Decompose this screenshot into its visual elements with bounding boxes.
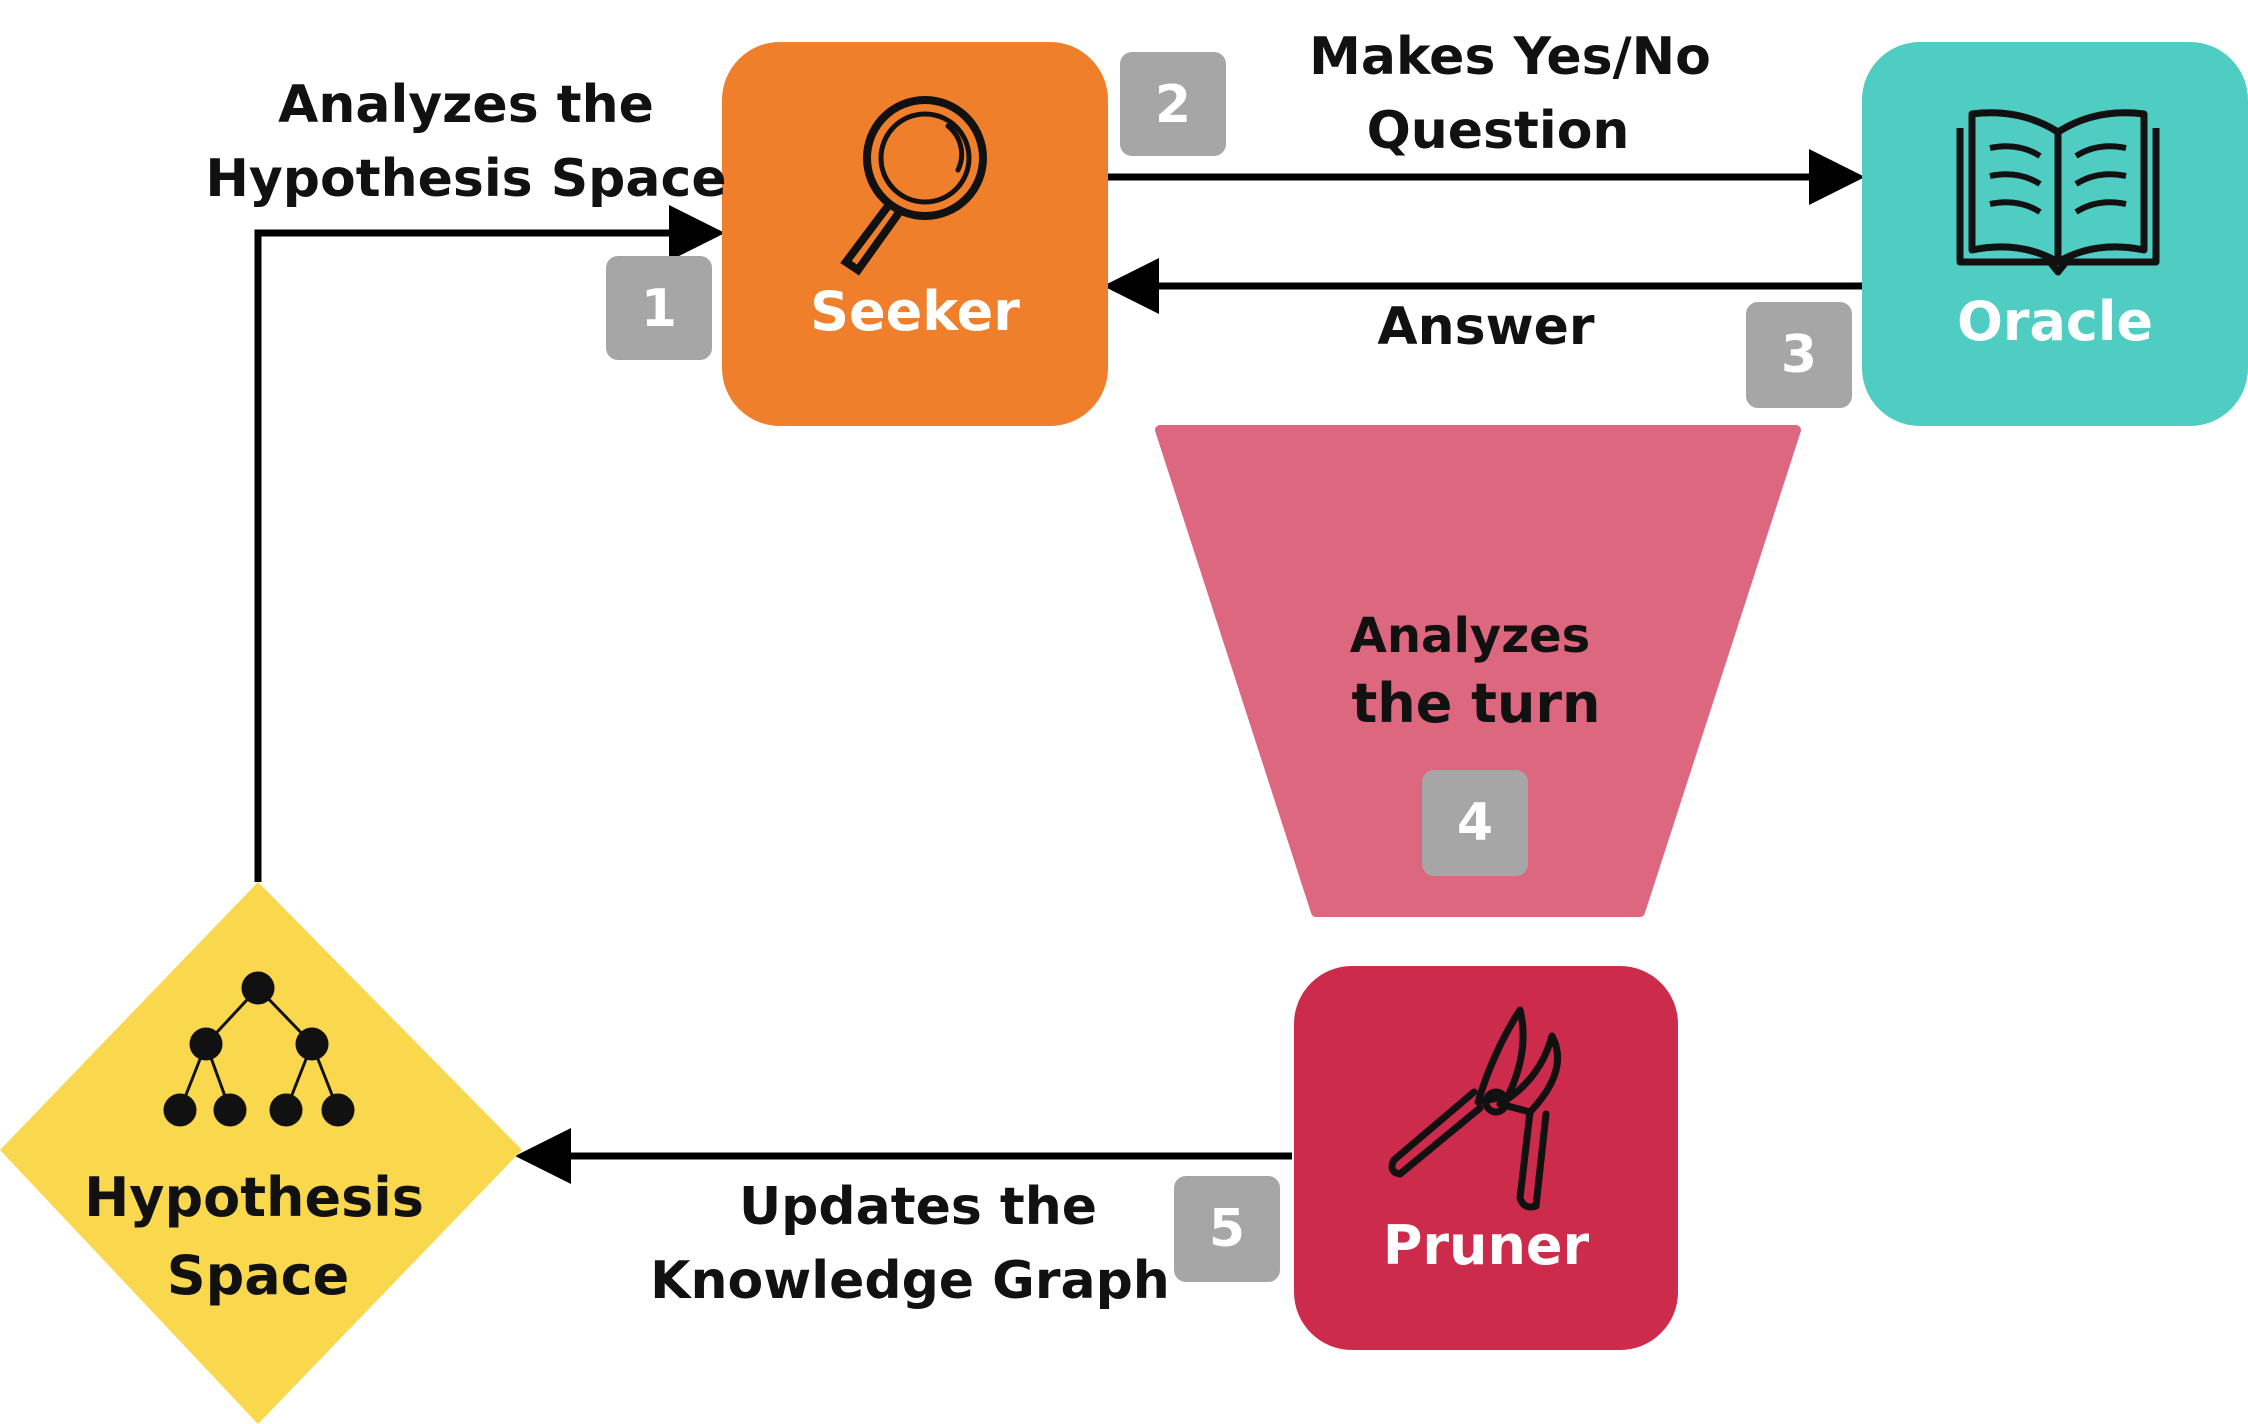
step-number-4: 4: [1457, 793, 1493, 853]
analysis-funnel: Analyzes the turn: [1155, 425, 1801, 917]
tree-hierarchy-icon: [163, 971, 355, 1127]
step-number-5: 5: [1209, 1199, 1245, 1259]
step-number-1: 1: [641, 279, 677, 339]
step-number-2: 2: [1155, 75, 1191, 135]
hypothesis-space-node: Hypothesis Space: [0, 882, 522, 1424]
step-number-3: 3: [1781, 325, 1817, 385]
pruning-shears-icon: [1388, 1006, 1562, 1211]
update-graph-label-line1: Updates the: [739, 1177, 1097, 1237]
step-badge-1: 1: [606, 256, 712, 360]
oracle-label: Oracle: [1957, 290, 2153, 353]
step-badge-3: 3: [1746, 302, 1852, 408]
hypothesis-diamond: [0, 882, 522, 1424]
question-label-line1: Makes Yes/No: [1309, 27, 1711, 87]
seeker-node: Seeker: [722, 42, 1108, 426]
analyze-space-label-line1: Analyzes the: [278, 75, 654, 135]
funnel-label-line2: the turn: [1351, 672, 1600, 735]
magnifier-icon: [840, 96, 987, 276]
answer-label: Answer: [1377, 297, 1595, 357]
funnel-shape: [1155, 425, 1801, 917]
question-label-line2: Question: [1367, 101, 1630, 161]
step-badge-5: 5: [1174, 1176, 1280, 1282]
arrow-hypothesis-to-seeker: [254, 205, 725, 882]
pruner-label: Pruner: [1383, 1214, 1590, 1277]
seeker-box: [722, 42, 1108, 426]
pruner-box: [1294, 966, 1678, 1350]
open-book-icon: [1956, 109, 2160, 276]
funnel-label-line1: Analyzes: [1350, 608, 1591, 664]
oracle-node: Oracle: [1862, 42, 2248, 426]
seeker-label: Seeker: [810, 280, 1020, 343]
hypothesis-label-line1: Hypothesis: [84, 1166, 424, 1229]
analyze-space-label-line2: Hypothesis Space: [205, 149, 726, 209]
step-badge-2: 2: [1120, 52, 1226, 156]
pruner-node: Pruner: [1294, 966, 1678, 1350]
update-graph-label-line2: Knowledge Graph: [650, 1251, 1170, 1311]
hypothesis-label-line2: Space: [167, 1244, 350, 1307]
step-badge-4: 4: [1422, 770, 1528, 876]
